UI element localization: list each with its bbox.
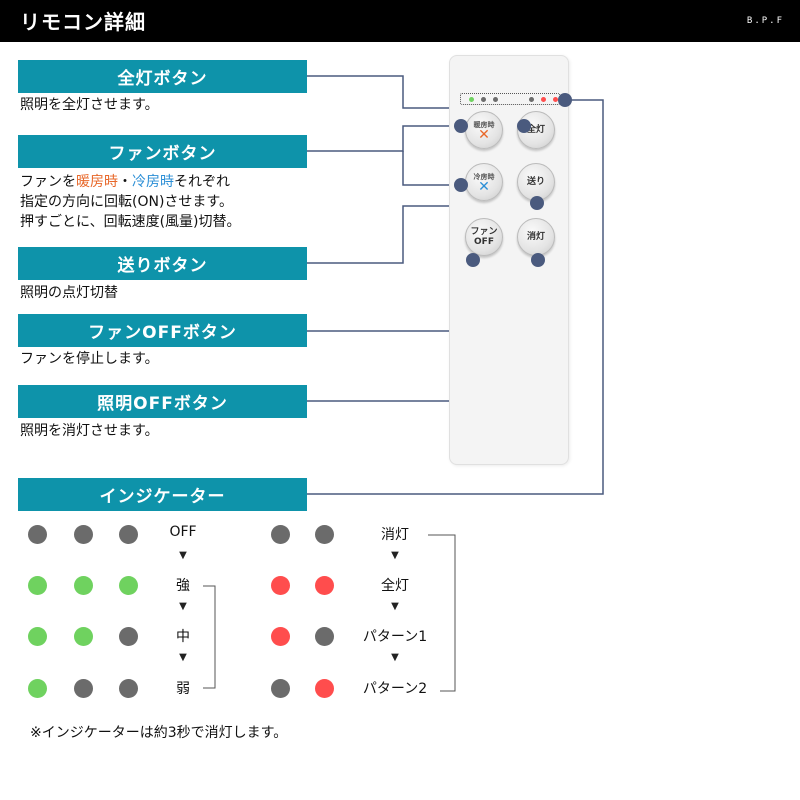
light-indicator-state-label: 消灯 xyxy=(381,527,409,543)
fan-indicator-dot xyxy=(28,576,47,595)
remote-indicator-light xyxy=(469,97,474,102)
fan-indicator-arrow: ▼ xyxy=(179,652,187,663)
light-off-button-label: 照明OFFボタン xyxy=(18,385,307,418)
fan-indicator-state-label: 中 xyxy=(176,629,190,645)
brand-logo: B.P.F xyxy=(746,16,784,26)
remote-indicator-light xyxy=(553,97,558,102)
fan-off-button-label: ファンOFFボタン xyxy=(18,314,307,347)
fan-desc-separator: ・ xyxy=(118,174,132,190)
remote-fan-off-button[interactable]: ファン OFF xyxy=(465,218,503,256)
connector-dot xyxy=(466,253,480,267)
page-title: リモコン詳細 xyxy=(20,10,146,34)
fan-desc-line2: 指定の方向に回転(ON)させます。 xyxy=(20,194,234,210)
light-indicator-dot xyxy=(271,576,290,595)
fan-indicator-dot xyxy=(74,679,93,698)
send-button-label: 送りボタン xyxy=(18,247,307,280)
remote-indicator-light xyxy=(493,97,498,102)
fan-desc-cool: 冷房時 xyxy=(132,174,174,190)
light-indicator-arrow: ▼ xyxy=(391,601,399,612)
fan-indicator-dot xyxy=(28,627,47,646)
fan-indicator-dot xyxy=(119,525,138,544)
fan-indicator-arrow: ▼ xyxy=(179,550,187,561)
remote-light-off-button[interactable]: 消灯 xyxy=(517,218,555,256)
indicator-note: ※インジケーターは約3秒で消灯します。 xyxy=(30,725,288,741)
fan-indicator-state-label: 弱 xyxy=(176,681,190,697)
fan-indicator-state-label: OFF xyxy=(169,524,197,540)
remote-indicator-light xyxy=(541,97,546,102)
all-on-button-label: 全灯ボタン xyxy=(18,60,307,93)
connector-dot xyxy=(558,93,572,107)
fan-indicator-state-label: 強 xyxy=(176,578,190,594)
remote-warm-fan-button[interactable]: 暖房時 ✕ xyxy=(465,111,503,149)
fan-off-description: ファンを停止します。 xyxy=(20,351,159,367)
light-indicator-state-label: パターン2 xyxy=(362,681,428,697)
fan-description: ファンを暖房時・冷房時それぞれ 指定の方向に回転(ON)させます。 押すごとに、… xyxy=(20,172,241,232)
remote-control: 暖房時 ✕ 全灯 冷房時 ✕ 送り ファン OFF 消灯 xyxy=(449,55,569,465)
fan-indicator-dot xyxy=(119,679,138,698)
light-indicator-dot xyxy=(315,679,334,698)
fan-off-line2: OFF xyxy=(474,237,494,247)
connector-dot xyxy=(454,119,468,133)
all-on-description: 照明を全灯させます。 xyxy=(20,97,159,113)
fan-indicator-dot xyxy=(119,576,138,595)
light-indicator-dot xyxy=(271,525,290,544)
light-indicator-dot xyxy=(315,627,334,646)
connector-dot xyxy=(530,196,544,210)
light-indicator-dot xyxy=(271,679,290,698)
light-indicator-dot xyxy=(315,525,334,544)
fan-warm-icon: ✕ xyxy=(478,127,490,143)
fan-off-line1: ファン xyxy=(470,227,498,237)
light-indicator-arrow: ▼ xyxy=(391,550,399,561)
fan-indicator-dot xyxy=(28,525,47,544)
fan-desc-text: それぞれ xyxy=(174,174,230,190)
light-indicator-dot xyxy=(315,576,334,595)
light-indicator-state-label: 全灯 xyxy=(381,578,409,594)
connector-dot xyxy=(517,119,531,133)
fan-desc-warm: 暖房時 xyxy=(76,174,118,190)
fan-desc-line3: 押すごとに、回転速度(風量)切替。 xyxy=(20,214,241,230)
warm-label: 暖房時 xyxy=(473,121,495,129)
fan-indicator-dot xyxy=(74,576,93,595)
indicator-label: インジケーター xyxy=(18,478,307,511)
fan-indicator-dot xyxy=(74,525,93,544)
fan-desc-text: ファンを xyxy=(20,174,76,190)
remote-indicator-light xyxy=(481,97,486,102)
connector-dot xyxy=(531,253,545,267)
remote-indicator-panel xyxy=(460,93,560,105)
fan-indicator-dot xyxy=(28,679,47,698)
light-off-description: 照明を消灯させます。 xyxy=(20,423,159,439)
fan-button-label: ファンボタン xyxy=(18,135,307,168)
send-description: 照明の点灯切替 xyxy=(20,285,118,301)
remote-indicator-light xyxy=(529,97,534,102)
fan-indicator-dot xyxy=(119,627,138,646)
light-indicator-state-label: パターン1 xyxy=(362,629,428,645)
fan-indicator-arrow: ▼ xyxy=(179,601,187,612)
remote-send-button[interactable]: 送り xyxy=(517,163,555,201)
remote-cool-fan-button[interactable]: 冷房時 ✕ xyxy=(465,163,503,201)
cool-label: 冷房時 xyxy=(473,173,495,181)
light-indicator-arrow: ▼ xyxy=(391,652,399,663)
header-bar: リモコン詳細 B.P.F xyxy=(0,0,800,42)
fan-cool-icon: ✕ xyxy=(478,179,490,195)
fan-indicator-dot xyxy=(74,627,93,646)
light-indicator-dot xyxy=(271,627,290,646)
connector-dot xyxy=(454,178,468,192)
